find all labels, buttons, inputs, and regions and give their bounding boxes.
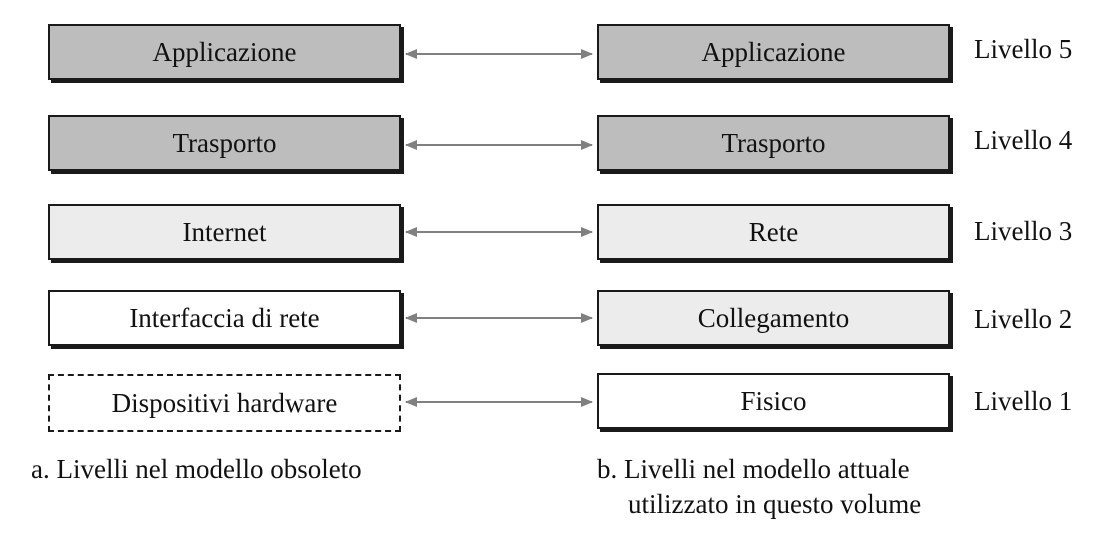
right-layer-label: Collegamento [697, 302, 850, 333]
right-layer-label: Fisico [740, 385, 807, 416]
left-layer-interfaccia-di-rete: Interfaccia di rete [48, 290, 401, 346]
left-layer-label: Applicazione [152, 36, 297, 67]
left-layer-dispositivi-hardware: Dispositivi hardware [48, 374, 401, 432]
left-layer-internet: Internet [48, 204, 401, 260]
left-layer-applicazione: Applicazione [48, 24, 401, 80]
right-layer-label: Applicazione [701, 36, 846, 67]
level-label-2: Livello 2 [974, 304, 1073, 334]
level-label-4: Livello 4 [974, 125, 1073, 155]
left-layer-label: Internet [182, 216, 267, 247]
right-layer-trasporto: Trasporto [597, 115, 950, 171]
left-caption: a. Livelli nel modello obsoleto [31, 454, 362, 484]
right-caption-line1: b. Livelli nel modello attuale [597, 454, 910, 484]
left-layer-trasporto: Trasporto [48, 115, 401, 171]
right-layer-fisico: Fisico [597, 373, 950, 429]
right-layer-label: Trasporto [721, 127, 826, 158]
left-layer-label: Trasporto [172, 127, 277, 158]
level-label-5: Livello 5 [974, 34, 1073, 64]
level-label-3: Livello 3 [974, 216, 1073, 246]
right-layer-collegamento: Collegamento [597, 290, 950, 346]
left-layer-label: Interfaccia di rete [129, 302, 320, 333]
right-layer-applicazione: Applicazione [597, 24, 950, 80]
level-label-1: Livello 1 [974, 386, 1073, 416]
right-caption-line2: utilizzato in questo volume [628, 489, 922, 519]
right-layer-label: Rete [748, 216, 799, 247]
right-layer-rete: Rete [597, 204, 950, 260]
left-layer-label: Dispositivi hardware [111, 387, 338, 418]
